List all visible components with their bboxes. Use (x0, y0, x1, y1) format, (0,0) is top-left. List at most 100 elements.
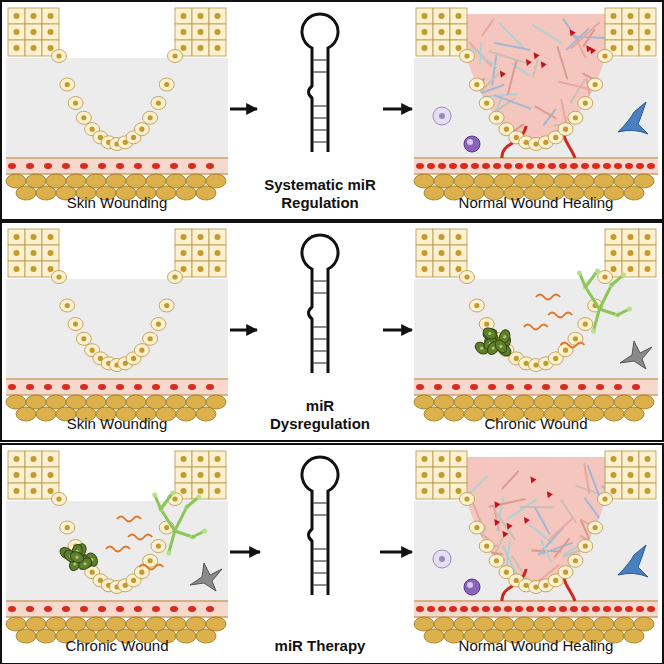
collagen-fiber (475, 70, 502, 97)
red-blood-cell (625, 163, 633, 169)
vessel-wall (6, 378, 228, 380)
cell-nucleus (215, 250, 221, 256)
cell-nucleus (514, 578, 519, 583)
red-blood-cell (537, 163, 545, 169)
fibroblast (618, 545, 648, 577)
red-fragment (526, 59, 532, 66)
red-blood-cell (80, 384, 88, 390)
cell-nucleus (14, 472, 20, 478)
red-blood-cell (427, 163, 435, 169)
cell-nucleus (439, 234, 445, 240)
cell-nucleus (456, 472, 462, 478)
cell-nucleus (524, 361, 529, 366)
cell-nucleus (181, 456, 187, 462)
base-pair (313, 105, 327, 107)
fungus-spore (627, 307, 632, 312)
fiber-group (444, 463, 632, 584)
granulation-tissue (466, 14, 606, 144)
red-fragment (500, 71, 506, 78)
cell-nucleus (533, 362, 538, 367)
epidermis-cell (639, 451, 656, 467)
fungus-spore (152, 493, 157, 498)
red-blood-cell (515, 606, 523, 612)
epidermis-cell (42, 8, 59, 24)
collagen-fiber (554, 538, 569, 558)
red-blood-cell (62, 606, 70, 612)
granulation-tissue (466, 457, 606, 587)
cell-nucleus (90, 348, 95, 353)
collagen-fiber (571, 22, 600, 49)
red-blood-cell (559, 606, 567, 612)
fat-cell (604, 407, 624, 421)
red-blood-cell (581, 606, 589, 612)
cell-nucleus (474, 303, 479, 308)
fungus-spore (595, 269, 600, 274)
wound-cell (168, 50, 183, 63)
red-blood-cell (570, 163, 578, 169)
cell-nucleus (181, 488, 187, 494)
epidermis-cell (433, 245, 450, 261)
epidermis-cell (416, 451, 433, 467)
red-blood-cell (578, 384, 586, 390)
epidermis-cell (192, 40, 209, 56)
fat-cell (624, 407, 644, 421)
cell-nucleus (148, 558, 153, 563)
mir-hairpin (302, 457, 338, 595)
immune-cell (433, 550, 451, 568)
cell-nucleus (48, 488, 54, 494)
cell-nucleus (14, 250, 20, 256)
tissue-scene (414, 8, 658, 200)
cell-nucleus (553, 578, 558, 583)
red-blood-cell (80, 606, 88, 612)
cell-nucleus (198, 266, 204, 272)
cell-nucleus (48, 266, 54, 272)
cell-nucleus (198, 456, 204, 462)
cell-nucleus (14, 456, 20, 462)
collagen-fiber (482, 19, 494, 36)
red-blood-cell (506, 384, 514, 390)
cell-nucleus (456, 266, 462, 272)
cell-nucleus (533, 141, 538, 146)
tissue-state: Skin Wounding (6, 227, 228, 433)
epidermis-cell (433, 229, 450, 245)
toxin-squiggle (128, 535, 152, 540)
epidermis-cell (209, 451, 226, 467)
toxin-squiggle (139, 565, 163, 570)
red-blood-cell (8, 606, 16, 612)
cell-nucleus (645, 456, 651, 462)
wound-cell (143, 111, 158, 124)
cell-nucleus (563, 570, 568, 575)
base-pair (313, 584, 327, 586)
cell-nucleus (48, 456, 54, 462)
cell-nucleus (645, 234, 651, 240)
red-blood-cell (460, 163, 468, 169)
cell-nucleus (198, 472, 204, 478)
red-blood-cell (560, 384, 568, 390)
red-blood-cell (152, 384, 160, 390)
epidermis-cell (639, 245, 656, 261)
cell-nucleus (164, 525, 169, 530)
wound-cell (568, 111, 583, 124)
cell-nucleus (611, 266, 617, 272)
epidermis-cell (450, 229, 467, 245)
cell-nucleus (14, 266, 20, 272)
red-blood-cell (427, 606, 435, 612)
red-blood-cell (524, 384, 532, 390)
base-pair (313, 141, 327, 143)
process-arrow (230, 108, 257, 111)
wound-cell (168, 271, 183, 284)
wound-cell (76, 111, 91, 124)
cell-nucleus (422, 45, 428, 51)
epidermis-cell (25, 8, 42, 24)
cell-nucleus (81, 336, 86, 341)
cell-nucleus (31, 456, 37, 462)
epidermis-cell (25, 40, 42, 56)
red-blood-cell (116, 606, 124, 612)
red-fragment (530, 477, 536, 484)
collagen-fiber (494, 43, 530, 50)
red-blood-cell (482, 163, 490, 169)
epidermis-cell (192, 261, 209, 277)
wound-cell (460, 271, 475, 284)
wound-cell (558, 566, 573, 579)
